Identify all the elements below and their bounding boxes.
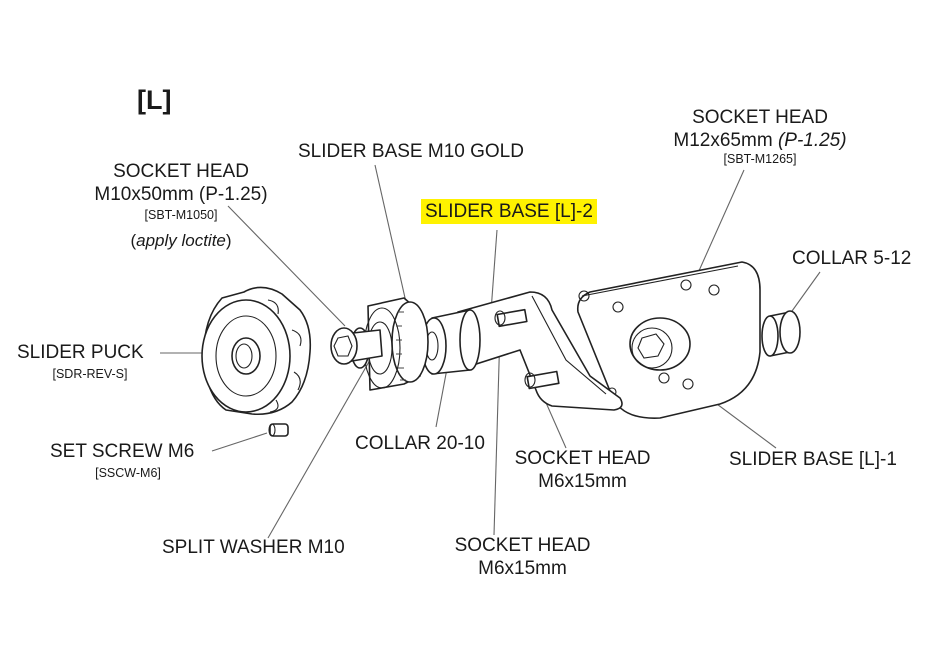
set-screw-label: SET SCREW M6	[50, 441, 195, 462]
socket-head-m10-part	[330, 327, 383, 365]
socket-head-m12-part-number: [SBT-M1265]	[723, 152, 797, 166]
collar-5-12-part	[761, 310, 801, 357]
apply-loctite-note: (apply loctite)	[130, 231, 232, 250]
slider-puck-part	[201, 286, 312, 416]
slider-base-l2-highlight: SLIDER BASE [L]-2	[421, 199, 597, 224]
slider-puck-part-number: [SDR-REV-S]	[52, 367, 128, 381]
socket-head-m10-part-number: [SBT-M1050]	[144, 208, 218, 222]
socket-head-m12-label-line2: M12x65mm (P-1.25)	[673, 130, 847, 151]
set-screw-part-number: [SSCW-M6]	[95, 466, 161, 480]
slider-base-l1-label: SLIDER BASE [L]-1	[729, 449, 897, 470]
socket-head-m6-a-label-line1: SOCKET HEAD	[514, 448, 651, 469]
slider-base-l1-part	[576, 261, 761, 419]
slider-puck-label: SLIDER PUCK	[17, 342, 144, 363]
slider-base-gold-label: SLIDER BASE M10 GOLD	[298, 141, 524, 162]
page-title: [L]	[137, 85, 172, 115]
collar-5-12-label: COLLAR 5-12	[792, 248, 912, 269]
socket-head-m12-label-line1: SOCKET HEAD	[692, 107, 828, 128]
socket-head-m10-label-line1: SOCKET HEAD	[113, 161, 249, 182]
slider-base-l2-label: SLIDER BASE [L]-2	[421, 199, 597, 224]
set-screw-part	[268, 423, 289, 437]
socket-head-m6-b-label-line1: SOCKET HEAD	[454, 535, 591, 556]
collar-20-10-label: COLLAR 20-10	[355, 433, 485, 454]
socket-head-m6-b-label-line2: M6x15mm	[478, 558, 567, 579]
split-washer-label: SPLIT WASHER M10	[162, 537, 345, 558]
socket-head-m6-a-label-line2: M6x15mm	[538, 471, 627, 492]
collar-20-10-part	[421, 309, 481, 375]
slider-base-gold-part	[363, 297, 429, 391]
socket-head-m10-label-line2: M10x50mm (P-1.25)	[94, 184, 268, 205]
